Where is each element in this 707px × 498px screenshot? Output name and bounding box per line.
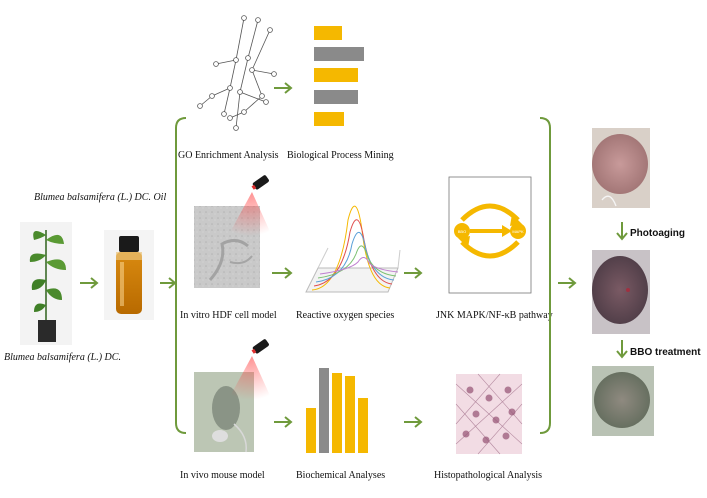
ros-label: Reactive oxygen species [296, 310, 394, 321]
pathway-node-bbo [454, 223, 470, 239]
histo-label: Histopathological Analysis [434, 470, 542, 481]
bp-bar-1 [314, 26, 342, 40]
arrow-oil-to-branch [160, 277, 177, 289]
photoaging-label: Photoaging [630, 228, 685, 239]
hdf-cell-label: In vitro HDF cell model [180, 310, 277, 321]
bp-bar-5 [314, 112, 344, 126]
skin-photo-photoaged [592, 250, 650, 334]
arrow-down-2 [616, 340, 628, 359]
pathway-node-mapk [510, 223, 526, 239]
histology-image [455, 373, 523, 455]
ros-curves-graphic [305, 205, 401, 293]
mouse-label: In vivo mouse model [180, 470, 265, 481]
arrow-mid-1 [272, 267, 293, 279]
skin-photo-treated [592, 366, 654, 436]
bp-bar-graphic [314, 26, 364, 126]
left-brace [175, 117, 187, 434]
bbo-treatment-label: BBO treatment [630, 347, 701, 358]
arrow-bot-1 [274, 416, 293, 428]
oil-label: Blumea balsamifera (L.) DC. Oil [34, 192, 166, 203]
skin-photo-normal [592, 128, 650, 208]
go-network-graphic [197, 15, 277, 131]
bp-mining-label: Biological Process Mining [287, 150, 394, 161]
bp-bar-3 [314, 68, 358, 82]
pathway-label: JNK MAPK/NF-κB pathway [436, 310, 553, 321]
plant-label: Blumea balsamifera (L.) DC. [4, 352, 121, 363]
biochem-label: Biochemical Analyses [296, 470, 385, 481]
arrow-down-1 [616, 222, 628, 241]
hdf-cell-image [194, 175, 272, 288]
plant-photo [20, 222, 72, 345]
go-enrichment-label: GO Enrichment Analysis [178, 150, 279, 161]
arrow-top-1 [274, 82, 293, 94]
pathway-box: BBO MAPK [448, 176, 532, 294]
bio-bar-2 [319, 368, 329, 453]
bio-bar-4 [345, 376, 355, 453]
bp-bar-4 [314, 90, 358, 104]
arrow-mid-2 [404, 267, 423, 279]
laser-icon-2 [251, 339, 269, 354]
arrow-bot-2 [404, 416, 423, 428]
biochem-bar-graphic [306, 368, 368, 453]
laser-icon [251, 175, 269, 190]
oil-bottle-photo [104, 230, 154, 320]
pathway-node-bbo-text: BBO [458, 229, 466, 234]
arrow-to-outcome [558, 277, 577, 289]
bio-bar-5 [358, 398, 368, 453]
bio-bar-1 [306, 408, 316, 453]
bp-bar-2 [314, 47, 364, 61]
mouse-image [194, 339, 272, 453]
pathway-node-mapk-text: MAPK [512, 229, 524, 234]
arrow-plant-to-oil [80, 277, 99, 289]
bio-bar-3 [332, 373, 342, 453]
right-brace [539, 117, 551, 434]
